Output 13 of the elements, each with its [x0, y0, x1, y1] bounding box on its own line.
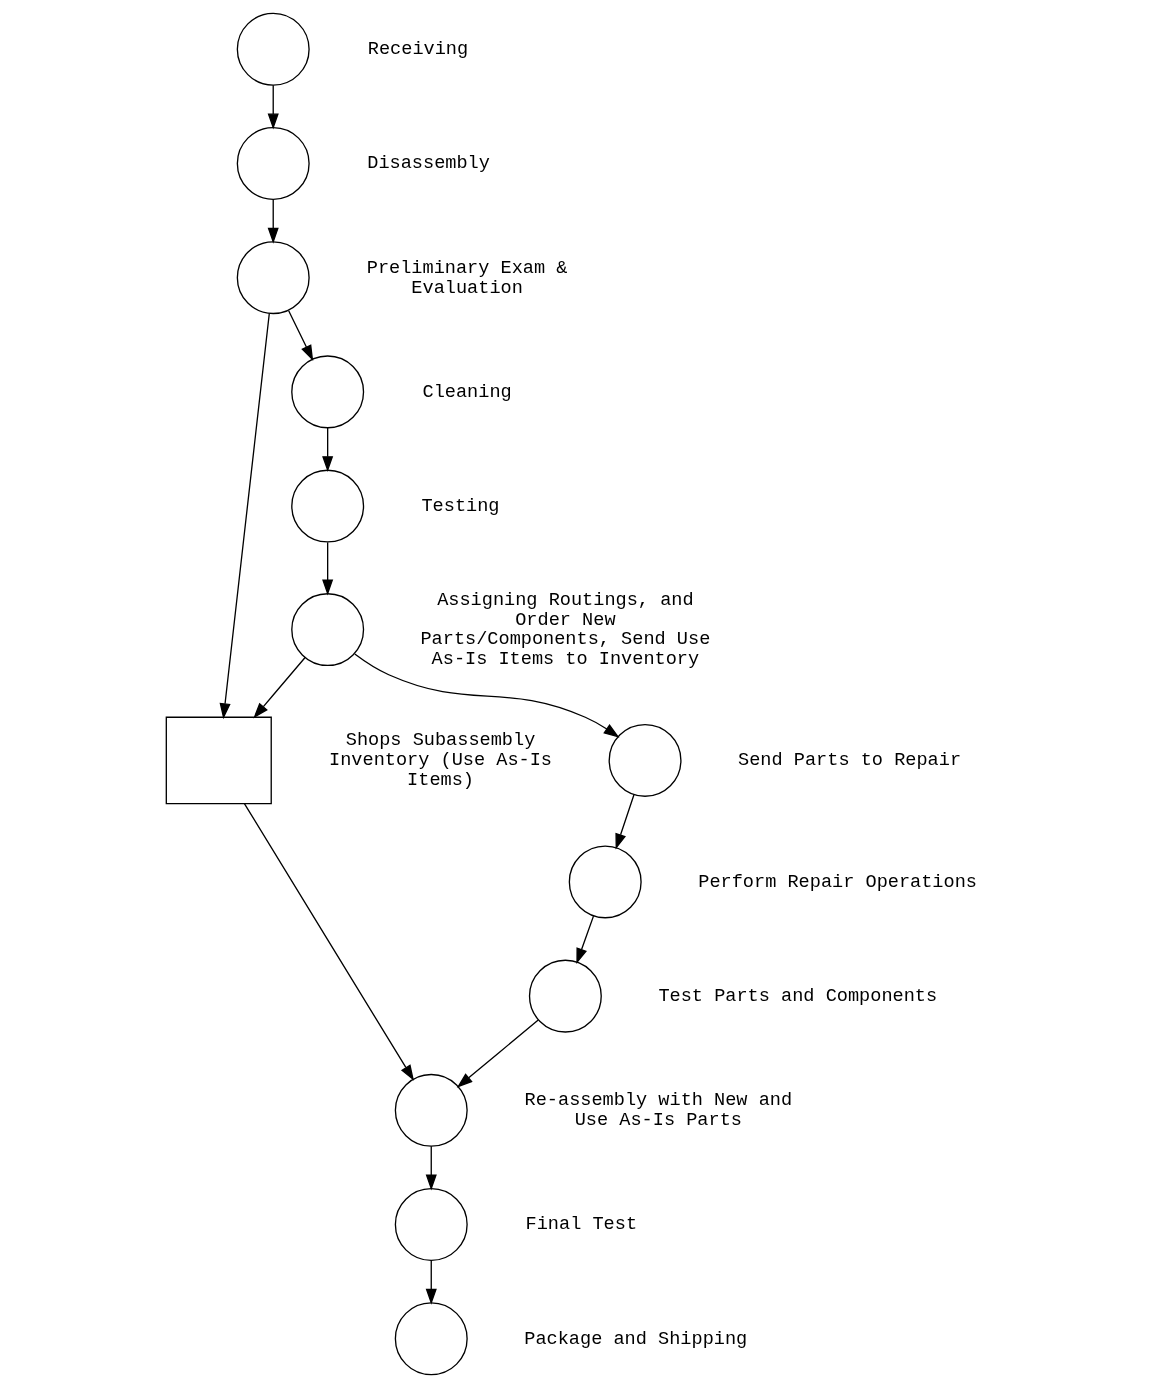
node-label: Receiving	[367, 39, 468, 61]
node-label: Re-assembly with New and Use As-Is Parts	[524, 1090, 792, 1132]
node-label: Testing	[420, 496, 499, 517]
node-label: Test Parts and Components	[657, 986, 937, 1008]
node-label: Assigning Routings, and Order New Parts/Components, Send Use As-Is Items to Inventory	[419, 589, 710, 671]
node-label: Package and Shipping	[523, 1328, 747, 1350]
node-label: Shops Subassembly Inventory (Use As-Is Items)	[328, 730, 552, 792]
node-label: Cleaning	[422, 381, 512, 403]
node-label: Preliminary Exam & Evaluation	[366, 257, 567, 299]
node-label: Final Test	[525, 1214, 637, 1236]
node-label: Send Parts to Repair	[737, 750, 961, 772]
node-label: Disassembly	[366, 153, 490, 175]
node-label: Perform Repair Operations	[697, 871, 977, 893]
